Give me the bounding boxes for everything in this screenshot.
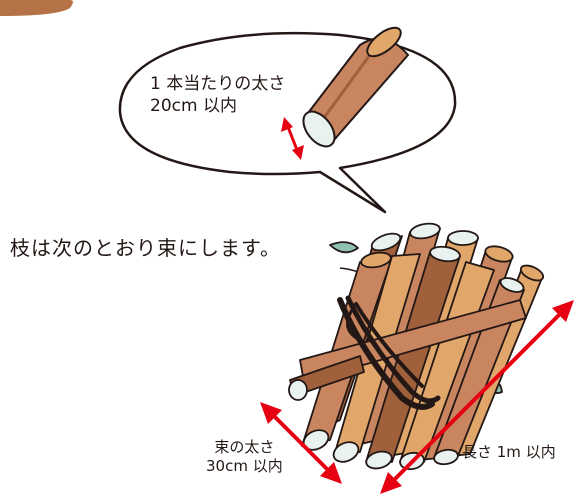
bubble-text: 1 本当たりの太さ 20cm 以内 (150, 73, 285, 117)
branch-thickness-value: 20cm 以内 (150, 96, 237, 116)
bundle-width-label: 束の太さ (214, 438, 275, 456)
size-arrow-icon (281, 117, 304, 160)
bundle-width-value: 30cm 以内 (206, 457, 283, 475)
length-label: 長さ 1m 以内 (462, 443, 556, 461)
leaf-icon (329, 241, 359, 254)
cord-icon (337, 295, 441, 410)
branch-bundle-icon (288, 222, 545, 471)
branch-thickness-label: 1 本当たりの太さ (150, 74, 286, 94)
bundle-width-text: 束の太さ 30cm 以内 (206, 438, 283, 476)
size-arrow-icon (380, 300, 574, 494)
corner-tab (0, 0, 73, 16)
single-branch-icon (302, 26, 410, 148)
size-arrow-icon (260, 402, 342, 484)
heading: 枝は次のとおり束にします。 (10, 236, 281, 260)
